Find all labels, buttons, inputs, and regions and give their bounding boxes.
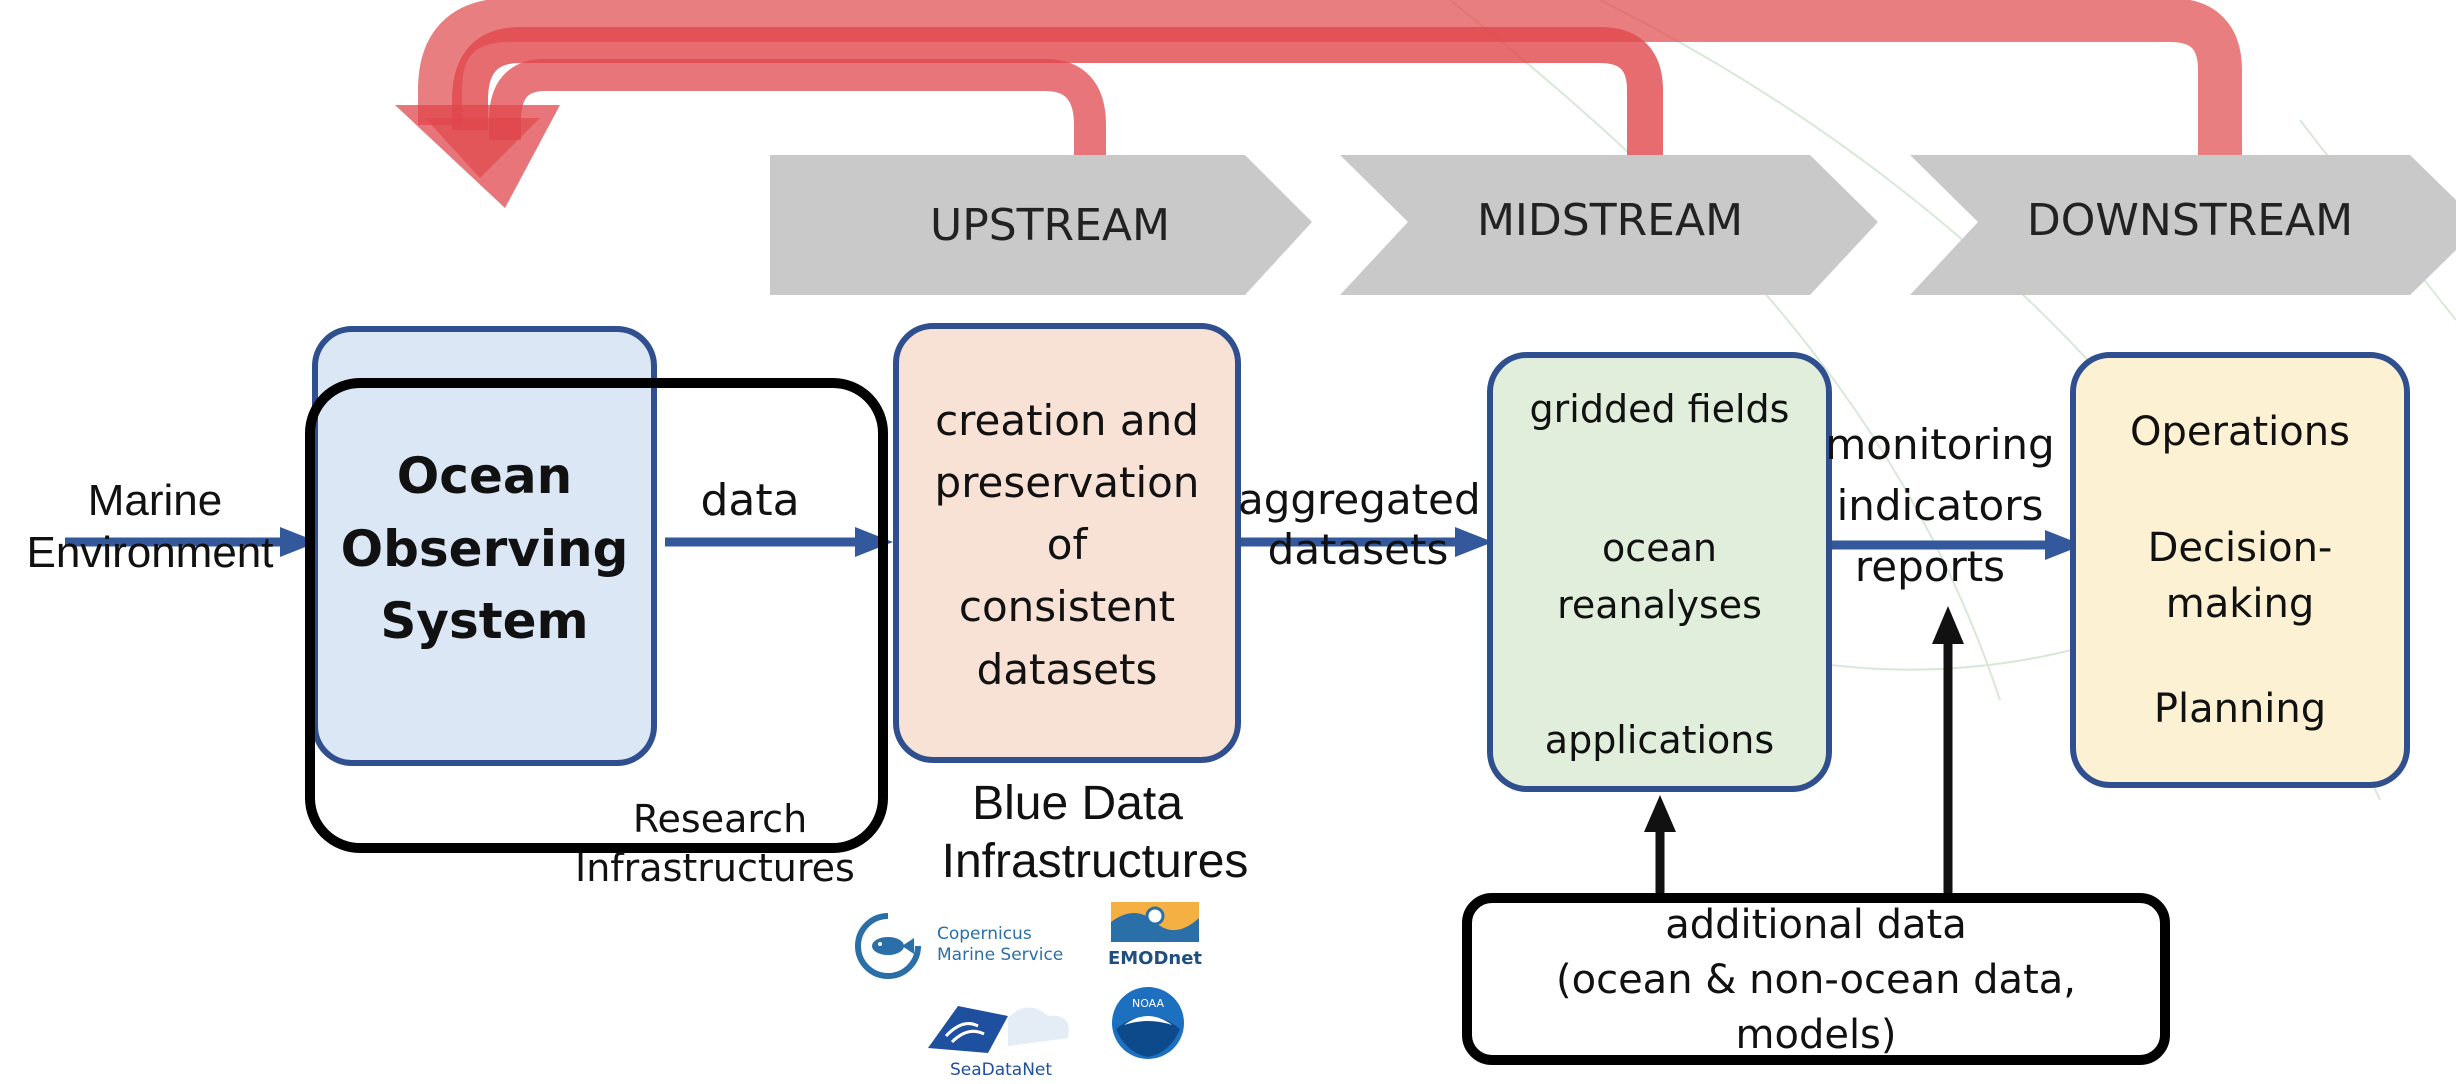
oos-line1: Ocean (396, 447, 573, 505)
emodnet-text: EMODnet (1107, 948, 1203, 969)
copernicus-logo: Copernicus Marine Service (852, 910, 1072, 982)
research-infrastructures-outline (305, 378, 888, 853)
blue-data-line2: Infrastructures (941, 834, 1249, 888)
products-item-reanalyses: ocean reanalyses (1487, 520, 1832, 634)
emodnet-wave-icon (1111, 902, 1199, 942)
aggregated-line1: aggregated (1238, 475, 1481, 524)
copernicus-fish-icon (855, 913, 921, 979)
additional-line1: additional data (1665, 902, 1967, 948)
monitoring-line3: reports (1854, 541, 2006, 591)
noaa-bird-icon: NOAA (1112, 987, 1184, 1059)
creation-line2: preservation (934, 458, 1200, 508)
upstream-chevron (770, 155, 1312, 295)
noaa-logo: NOAA (1110, 985, 1186, 1061)
monitoring-line2: indicators (1836, 480, 2044, 530)
creation-line3: of (1046, 520, 1088, 570)
emodnet-logo: EMODnet (1105, 898, 1205, 973)
additional-data-box (1462, 893, 2170, 1065)
additional-line3: models) (1735, 1012, 1897, 1059)
noaa-text: NOAA (1132, 997, 1165, 1010)
flow-arrows (65, 527, 2083, 560)
oos-line3: System (380, 592, 589, 650)
aggregated-line2: datasets (1267, 525, 1449, 575)
feedback-arrow-midstream (452, 26, 1663, 155)
uses-item-planning: Planning (2153, 686, 2327, 732)
stage-midstream-label: MIDSTREAM (1476, 195, 1744, 246)
feedback-arrows (418, 0, 2242, 155)
aggregated-datasets-label: aggregated datasets (1238, 475, 1481, 576)
stage-upstream-label: UPSTREAM (930, 200, 1170, 251)
additional-data-arrows (1644, 606, 1964, 895)
feedback-arrow-upstream (489, 59, 1106, 155)
research-infrastructures-label: Research Infrastructures (570, 795, 870, 894)
downstream-chevron (1910, 155, 2456, 295)
reanalyses-line1: ocean (1602, 526, 1717, 570)
seadatanet-text: SeaDataNet (949, 1060, 1053, 1080)
creation-line4: consistent (958, 582, 1176, 632)
environment-line: Environment (26, 527, 274, 577)
feedback-arrow-downstream (418, 0, 2242, 155)
uses-item-decision-making: Decision- making (2070, 520, 2410, 632)
research-line2: Infrastructures (575, 846, 855, 891)
research-line1: Research (632, 797, 808, 841)
decision-line2: making (2165, 581, 2315, 627)
stage-downstream-label: DOWNSTREAM (2026, 195, 2354, 246)
creation-preservation-box (893, 323, 1241, 763)
blue-data-line1: Blue Data (972, 777, 1183, 830)
seadatanet-logo: SeaDataNet (918, 998, 1078, 1084)
additional-line2: (ocean & non-ocean data, (1556, 957, 2076, 1004)
feedback-arrowhead-2 (425, 118, 540, 178)
copernicus-line1: Copernicus (937, 924, 1032, 944)
additional-data-label: additional data (ocean & non-ocean data,… (1462, 898, 2170, 1064)
midstream-chevron (1340, 155, 1878, 295)
marine-line: Marine (87, 476, 223, 525)
blue-data-infrastructures-label: Blue Data Infrastructures (880, 775, 1310, 890)
seadatanet-flag-icon (928, 1006, 1069, 1053)
creation-line5: datasets (976, 644, 1158, 694)
decision-line1: Decision- (2147, 525, 2333, 571)
products-box (1487, 352, 1832, 792)
monitoring-indicators-reports-label: monitoring indicators reports (1815, 415, 2065, 598)
creation-preservation-label: creation and preservation of consistent … (893, 390, 1241, 701)
ocean-observing-system-box (312, 326, 657, 766)
reanalyses-line2: reanalyses (1557, 583, 1762, 627)
marine-environment-label: Marine Environment (10, 475, 300, 579)
data-flow-label: data (700, 475, 800, 526)
oos-line2: Observing (340, 519, 629, 578)
monitoring-line1: monitoring (1825, 420, 2055, 469)
uses-box (2070, 352, 2410, 788)
products-item-gridded: gridded fields (1529, 387, 1790, 431)
products-item-applications: applications (1544, 718, 1775, 762)
ocean-observing-system-label: Ocean Observing System (312, 440, 657, 658)
uses-item-operations: Operations (2130, 409, 2350, 455)
creation-line1: creation and (935, 396, 1199, 445)
copernicus-line2: Marine Service (937, 945, 1064, 966)
